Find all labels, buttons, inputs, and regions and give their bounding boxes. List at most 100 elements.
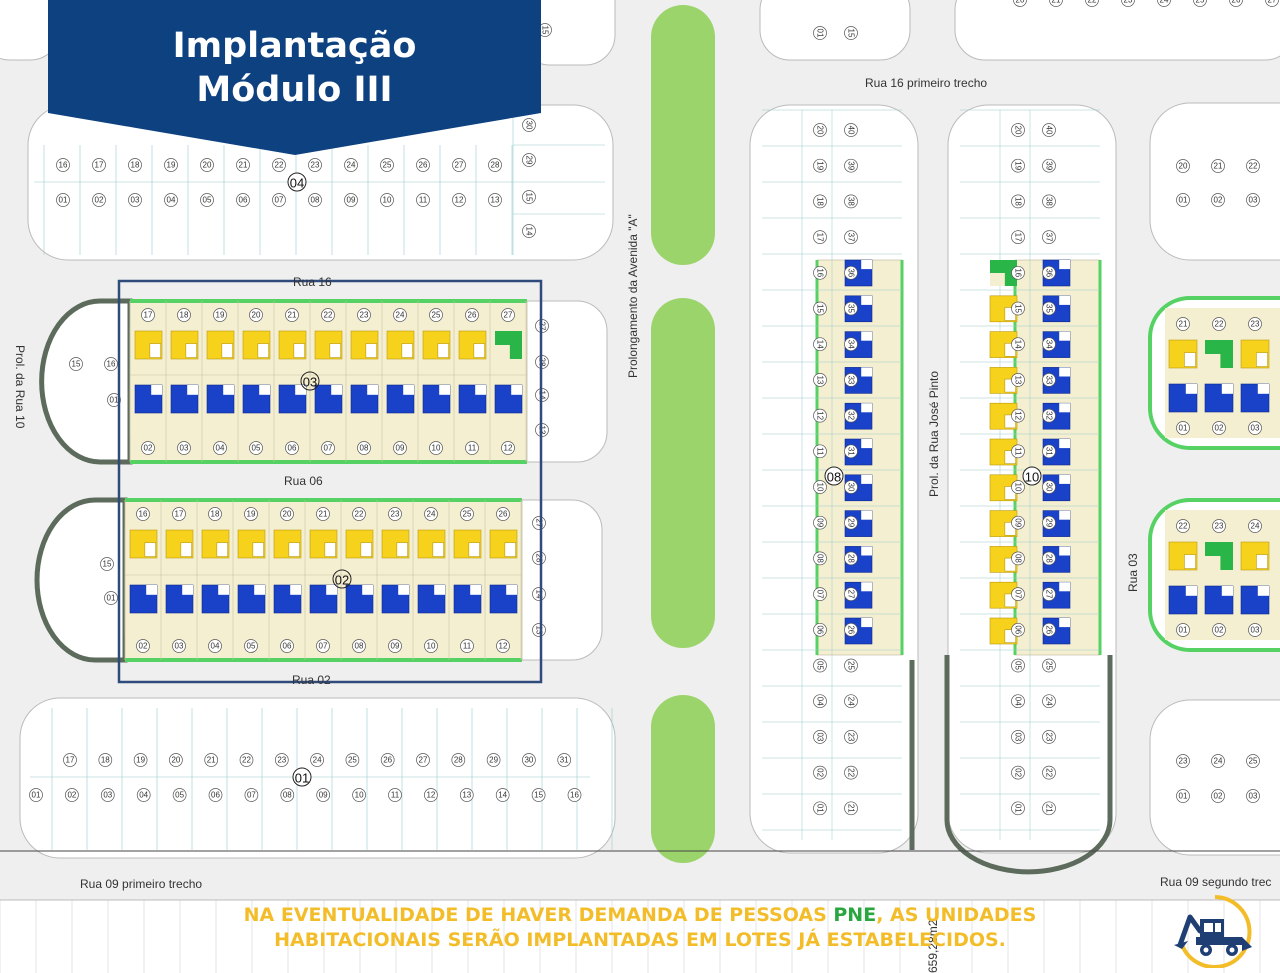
lot-number: 20 xyxy=(1011,123,1025,137)
lot-number: 20 xyxy=(1176,159,1190,173)
quadra-label-10: 10 xyxy=(1022,466,1042,486)
lot-number: 09 xyxy=(813,515,827,530)
page-title-line1: Implantação xyxy=(172,26,417,66)
svg-text:03: 03 xyxy=(131,196,140,205)
svg-text:06: 06 xyxy=(1014,625,1023,634)
lot-number: 05 xyxy=(813,658,827,673)
house-blue xyxy=(417,584,446,614)
svg-text:09: 09 xyxy=(319,791,328,800)
lot-number: 12 xyxy=(501,441,515,455)
svg-text:06: 06 xyxy=(239,196,248,205)
svg-text:25: 25 xyxy=(463,510,472,519)
lot-number: 01 xyxy=(1176,789,1190,803)
svg-text:13: 13 xyxy=(462,791,471,800)
lot-number: 20 xyxy=(169,753,183,767)
svg-text:18: 18 xyxy=(816,197,825,206)
svg-text:21: 21 xyxy=(207,756,216,765)
lot-number: 05 xyxy=(200,193,214,207)
lot-number: 22 xyxy=(352,507,366,521)
svg-text:03: 03 xyxy=(103,791,112,800)
house-blue xyxy=(453,584,482,614)
lot-number: 26 xyxy=(844,622,858,637)
svg-text:20: 20 xyxy=(283,510,292,519)
lot-number: 25 xyxy=(429,308,443,322)
lot-number: 10 xyxy=(352,788,366,802)
svg-text:12: 12 xyxy=(1014,411,1023,420)
city-block xyxy=(1149,102,1280,261)
title-banner xyxy=(48,0,541,155)
lot-number: 33 xyxy=(1042,373,1056,387)
lot-number: 07 xyxy=(1011,587,1025,601)
house-yellow xyxy=(1240,541,1270,571)
lot-number: 05 xyxy=(1011,658,1025,673)
lot-number: 04 xyxy=(164,193,178,207)
lot-number: 23 xyxy=(274,753,289,767)
svg-text:30: 30 xyxy=(525,121,534,130)
lot-number: 02 xyxy=(1011,765,1025,780)
svg-text:05: 05 xyxy=(175,791,184,800)
lot-number: 23 xyxy=(357,308,371,322)
svg-text:22: 22 xyxy=(847,768,856,777)
lot-number: 21 xyxy=(1176,317,1190,331)
svg-text:29: 29 xyxy=(847,518,856,527)
lot-number: 02 xyxy=(92,193,106,207)
lot-number: 03 xyxy=(100,788,115,802)
svg-text:04: 04 xyxy=(1014,697,1023,706)
area-label: 659,28m2 xyxy=(926,919,940,973)
svg-text:17: 17 xyxy=(95,161,104,170)
lot-number: 10 xyxy=(429,441,443,455)
lot-number: 12 xyxy=(1011,408,1025,423)
lot-number: 23 xyxy=(1212,519,1226,533)
svg-text:25: 25 xyxy=(847,661,856,670)
svg-text:08: 08 xyxy=(360,444,369,453)
lot-number: 03 xyxy=(813,730,827,744)
lot-number: 15 xyxy=(100,557,114,571)
lot-number: 28 xyxy=(1042,551,1056,566)
lot-number: 14 xyxy=(1011,337,1025,352)
lot-number: 27 xyxy=(501,308,515,322)
lot-number: 33 xyxy=(844,373,858,387)
house-yellow xyxy=(170,330,199,360)
city-block xyxy=(27,104,614,261)
house-yellow xyxy=(201,529,230,559)
svg-text:09: 09 xyxy=(391,642,400,651)
lot-number: 16 xyxy=(104,357,118,371)
street-prol-jose-pinto: Prol. da Rua José Pinto xyxy=(927,371,941,497)
svg-text:21: 21 xyxy=(847,804,856,813)
svg-text:17: 17 xyxy=(144,311,153,320)
svg-text:09: 09 xyxy=(816,518,825,527)
lot-number: 24 xyxy=(310,753,324,767)
lot-number: 27 xyxy=(416,753,430,767)
lot-number: 02 xyxy=(1211,193,1225,207)
house-yellow xyxy=(314,330,343,360)
house-yellow xyxy=(237,529,266,559)
svg-text:20: 20 xyxy=(1016,0,1025,5)
lot-number: 01 xyxy=(813,26,827,40)
street-rua-16: Rua 16 primeiro trecho xyxy=(865,76,987,90)
lot-number: 35 xyxy=(1042,301,1056,316)
lot-number: 06 xyxy=(280,639,294,653)
lot-number: 03 xyxy=(1248,421,1262,435)
svg-text:30: 30 xyxy=(847,483,856,492)
svg-text:05: 05 xyxy=(252,444,261,453)
lot-number: 10 xyxy=(1011,480,1025,494)
lot-number: 26 xyxy=(465,308,479,322)
lot-number: 03 xyxy=(177,441,191,455)
lot-number: 28 xyxy=(532,551,546,565)
lot-number: 22 xyxy=(239,753,254,767)
lot-number: 21 xyxy=(204,753,219,767)
svg-text:08: 08 xyxy=(827,470,841,485)
svg-text:25: 25 xyxy=(383,161,392,170)
street-rua-02: Rua 02 xyxy=(292,673,331,687)
lot-number: 18 xyxy=(128,158,142,172)
svg-text:03: 03 xyxy=(1249,196,1258,205)
svg-text:16: 16 xyxy=(59,161,68,170)
svg-text:29: 29 xyxy=(525,156,534,165)
svg-text:01: 01 xyxy=(816,804,825,813)
svg-text:23: 23 xyxy=(1124,0,1133,5)
svg-text:01: 01 xyxy=(1179,196,1188,205)
svg-text:02: 02 xyxy=(95,196,104,205)
house-blue xyxy=(237,584,266,614)
lot-number: 01 xyxy=(29,788,43,802)
